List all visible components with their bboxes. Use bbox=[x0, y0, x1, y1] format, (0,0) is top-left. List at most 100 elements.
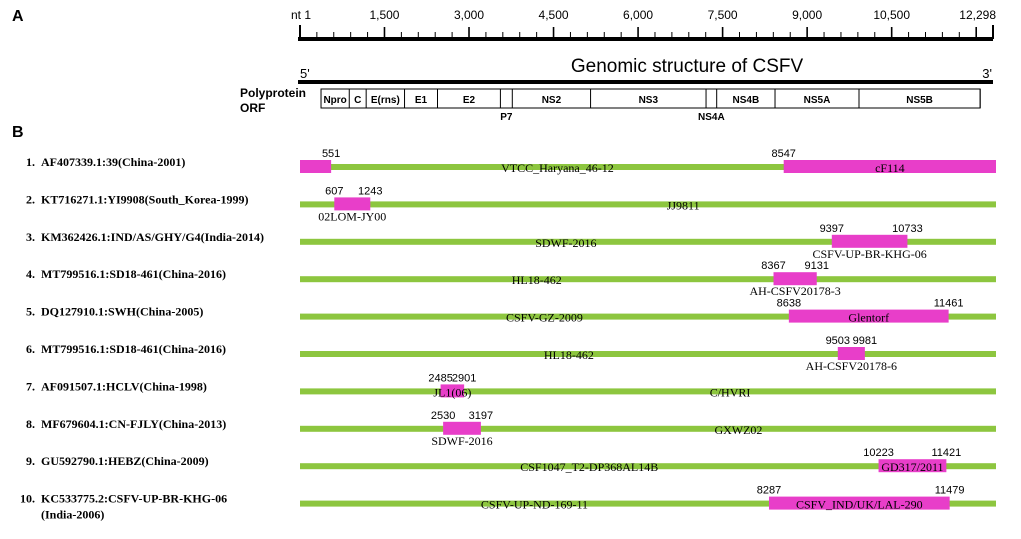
breakpoint-start-label: 9397 bbox=[820, 223, 844, 235]
minor-parent-segment bbox=[443, 421, 481, 435]
orf-label-line2: ORF bbox=[240, 101, 265, 115]
orf-segment-label: NS5A bbox=[804, 95, 831, 106]
breakpoint-end-label: 9131 bbox=[805, 260, 829, 272]
minor-parent-segment bbox=[837, 347, 865, 360]
axis-tick-label: 4,500 bbox=[539, 8, 569, 22]
row-number: 9. bbox=[26, 454, 35, 468]
minor-parent-label: 02LOM-JY00 bbox=[318, 209, 386, 223]
recombinant-row: 5.DQ127910.1:SWH(China-2005)CSFV-GZ-2009… bbox=[26, 298, 996, 325]
axis-tick-label: 9,000 bbox=[792, 8, 822, 22]
breakpoint-start-label: 10223 bbox=[863, 447, 894, 459]
orf-segment-label: NS3 bbox=[639, 95, 659, 106]
major-parent-label: JJ9811 bbox=[667, 198, 700, 212]
row-number: 2. bbox=[26, 192, 35, 206]
orf-segment-label: E2 bbox=[463, 95, 476, 106]
major-parent-bar bbox=[300, 238, 996, 245]
row-number: 3. bbox=[26, 230, 35, 244]
breakpoint-end-label: 9981 bbox=[853, 335, 877, 347]
breakpoint-end-label: 11421 bbox=[931, 447, 961, 459]
major-parent-bar bbox=[300, 164, 996, 170]
major-parent-bar bbox=[300, 425, 996, 432]
strain-name: MT799516.1:SD18-461(China-2016) bbox=[41, 267, 226, 281]
minor-parent-label: cF114 bbox=[875, 161, 905, 175]
minor-parent-label: AH-CSFV20178-6 bbox=[806, 359, 897, 373]
axis-tick-label: 6,000 bbox=[623, 8, 653, 22]
minor-parent-label: Glentorf bbox=[848, 311, 889, 325]
strain-name: KT716271.1:YI9908(South_Korea-1999) bbox=[41, 192, 248, 206]
three-prime-label: 3' bbox=[982, 66, 992, 81]
breakpoint-start-label: 8547 bbox=[771, 148, 795, 160]
major-parent-label: CSFV-GZ-2009 bbox=[506, 311, 583, 325]
panel-b: B 1.AF407339.1:39(China-2001)VTCC_Haryan… bbox=[12, 124, 996, 522]
major-parent-label: CSF1047_T2-DP368AL14B bbox=[520, 460, 658, 474]
minor-parent-segment bbox=[878, 459, 947, 473]
minor-parent-segment bbox=[300, 160, 332, 173]
major-parent-label: CSFV-UP-ND-169-11 bbox=[481, 498, 588, 512]
breakpoint-end-label: 1243 bbox=[358, 185, 382, 197]
strain-name: GU592790.1:HEBZ(China-2009) bbox=[41, 454, 209, 468]
breakpoint-start-label: 8287 bbox=[757, 485, 781, 497]
orf-label-line1: Polyprotein bbox=[240, 86, 306, 100]
row-number: 7. bbox=[26, 379, 35, 393]
breakpoint-end-label: 3197 bbox=[469, 410, 493, 422]
major-parent-label: VTCC_Haryana_46-12 bbox=[501, 161, 614, 175]
recombinant-row: 9. GU592790.1:HEBZ(China-2009) CSF1047_T2-… bbox=[26, 447, 996, 474]
recombinant-row: 3.KM362426.1:IND/AS/GHY/G4(India-2014)SD… bbox=[26, 223, 996, 261]
row-number: 6. bbox=[26, 342, 35, 356]
breakpoint-start-label: 2485 bbox=[428, 372, 452, 384]
axis-start-label: nt 1 bbox=[291, 8, 311, 22]
breakpoint-end-label: 551 bbox=[322, 148, 340, 160]
recombinant-row: 4. MT799516.1:SD18-461(China-2016) HL18-46… bbox=[26, 260, 996, 298]
panel-a-label: A bbox=[12, 8, 24, 25]
minor-parent-label: SDWF-2016 bbox=[431, 434, 492, 448]
breakpoint-start-label: 607 bbox=[325, 185, 343, 197]
minor-parent-segment bbox=[788, 309, 949, 323]
major-parent-label: HL18-462 bbox=[512, 273, 562, 287]
axis-ticks bbox=[299, 25, 994, 39]
orf-segment-label: E(rns) bbox=[371, 95, 400, 106]
minor-parent-segment bbox=[768, 496, 950, 510]
orf-segment-label: NS4B bbox=[733, 95, 760, 106]
minor-parent-segment bbox=[783, 160, 996, 173]
minor-parent-label: JL1(06) bbox=[433, 385, 471, 399]
recombinant-row: 10.KC533775.2:CSFV-UP-BR-KHG-06(India-20… bbox=[20, 485, 996, 522]
minor-parent-segment bbox=[831, 234, 908, 248]
strain-name: AF407339.1:39(China-2001) bbox=[41, 155, 185, 169]
row-number: 10. bbox=[20, 492, 35, 506]
breakpoint-end-label: 11461 bbox=[934, 298, 964, 310]
minor-parent-label: CSFV-UP-BR-KHG-06 bbox=[812, 247, 926, 261]
breakpoint-end-label: 11479 bbox=[935, 485, 965, 497]
strain-name: DQ127910.1:SWH(China-2005) bbox=[41, 305, 203, 319]
axis-tick-label: 3,000 bbox=[454, 8, 484, 22]
orf-segment-label: P7 bbox=[500, 112, 513, 123]
major-parent-bar bbox=[300, 500, 996, 507]
orf-segment-label: NS2 bbox=[542, 95, 562, 106]
major-parent-label: GXWZ02 bbox=[714, 423, 762, 437]
major-parent-bar bbox=[300, 351, 996, 357]
strain-name: AF091507.1:HCLV(China-1998) bbox=[41, 379, 207, 393]
five-prime-label: 5' bbox=[300, 66, 310, 81]
orf-segment-label: NS5B bbox=[906, 95, 933, 106]
minor-parent-label: GD317/2011 bbox=[881, 460, 943, 474]
axis-tick-label: 7,500 bbox=[708, 8, 738, 22]
major-parent-label: C/HVRI bbox=[710, 385, 751, 399]
axis-tick-label: 1,500 bbox=[369, 8, 399, 22]
row-number: 8. bbox=[26, 417, 35, 431]
major-parent-bar bbox=[300, 388, 996, 395]
breakpoint-start-label: 2530 bbox=[431, 410, 455, 422]
row-number: 1. bbox=[26, 155, 35, 169]
row-number: 4. bbox=[26, 267, 35, 281]
recombinant-rows: 1. AF407339.1:39(China-2001) VTCC_Haryana_… bbox=[20, 148, 996, 522]
major-parent-bar bbox=[300, 201, 996, 208]
strain-name: KC533775.2:CSFV-UP-BR-KHG-06 bbox=[41, 492, 227, 506]
orf-segment-label: Npro bbox=[323, 95, 346, 106]
minor-parent-label: AH-CSFV20178-3 bbox=[749, 284, 840, 298]
major-parent-label: HL18-462 bbox=[544, 348, 594, 362]
breakpoint-start-label: 8367 bbox=[761, 260, 785, 272]
orf-segment-label: NS4A bbox=[698, 112, 725, 123]
